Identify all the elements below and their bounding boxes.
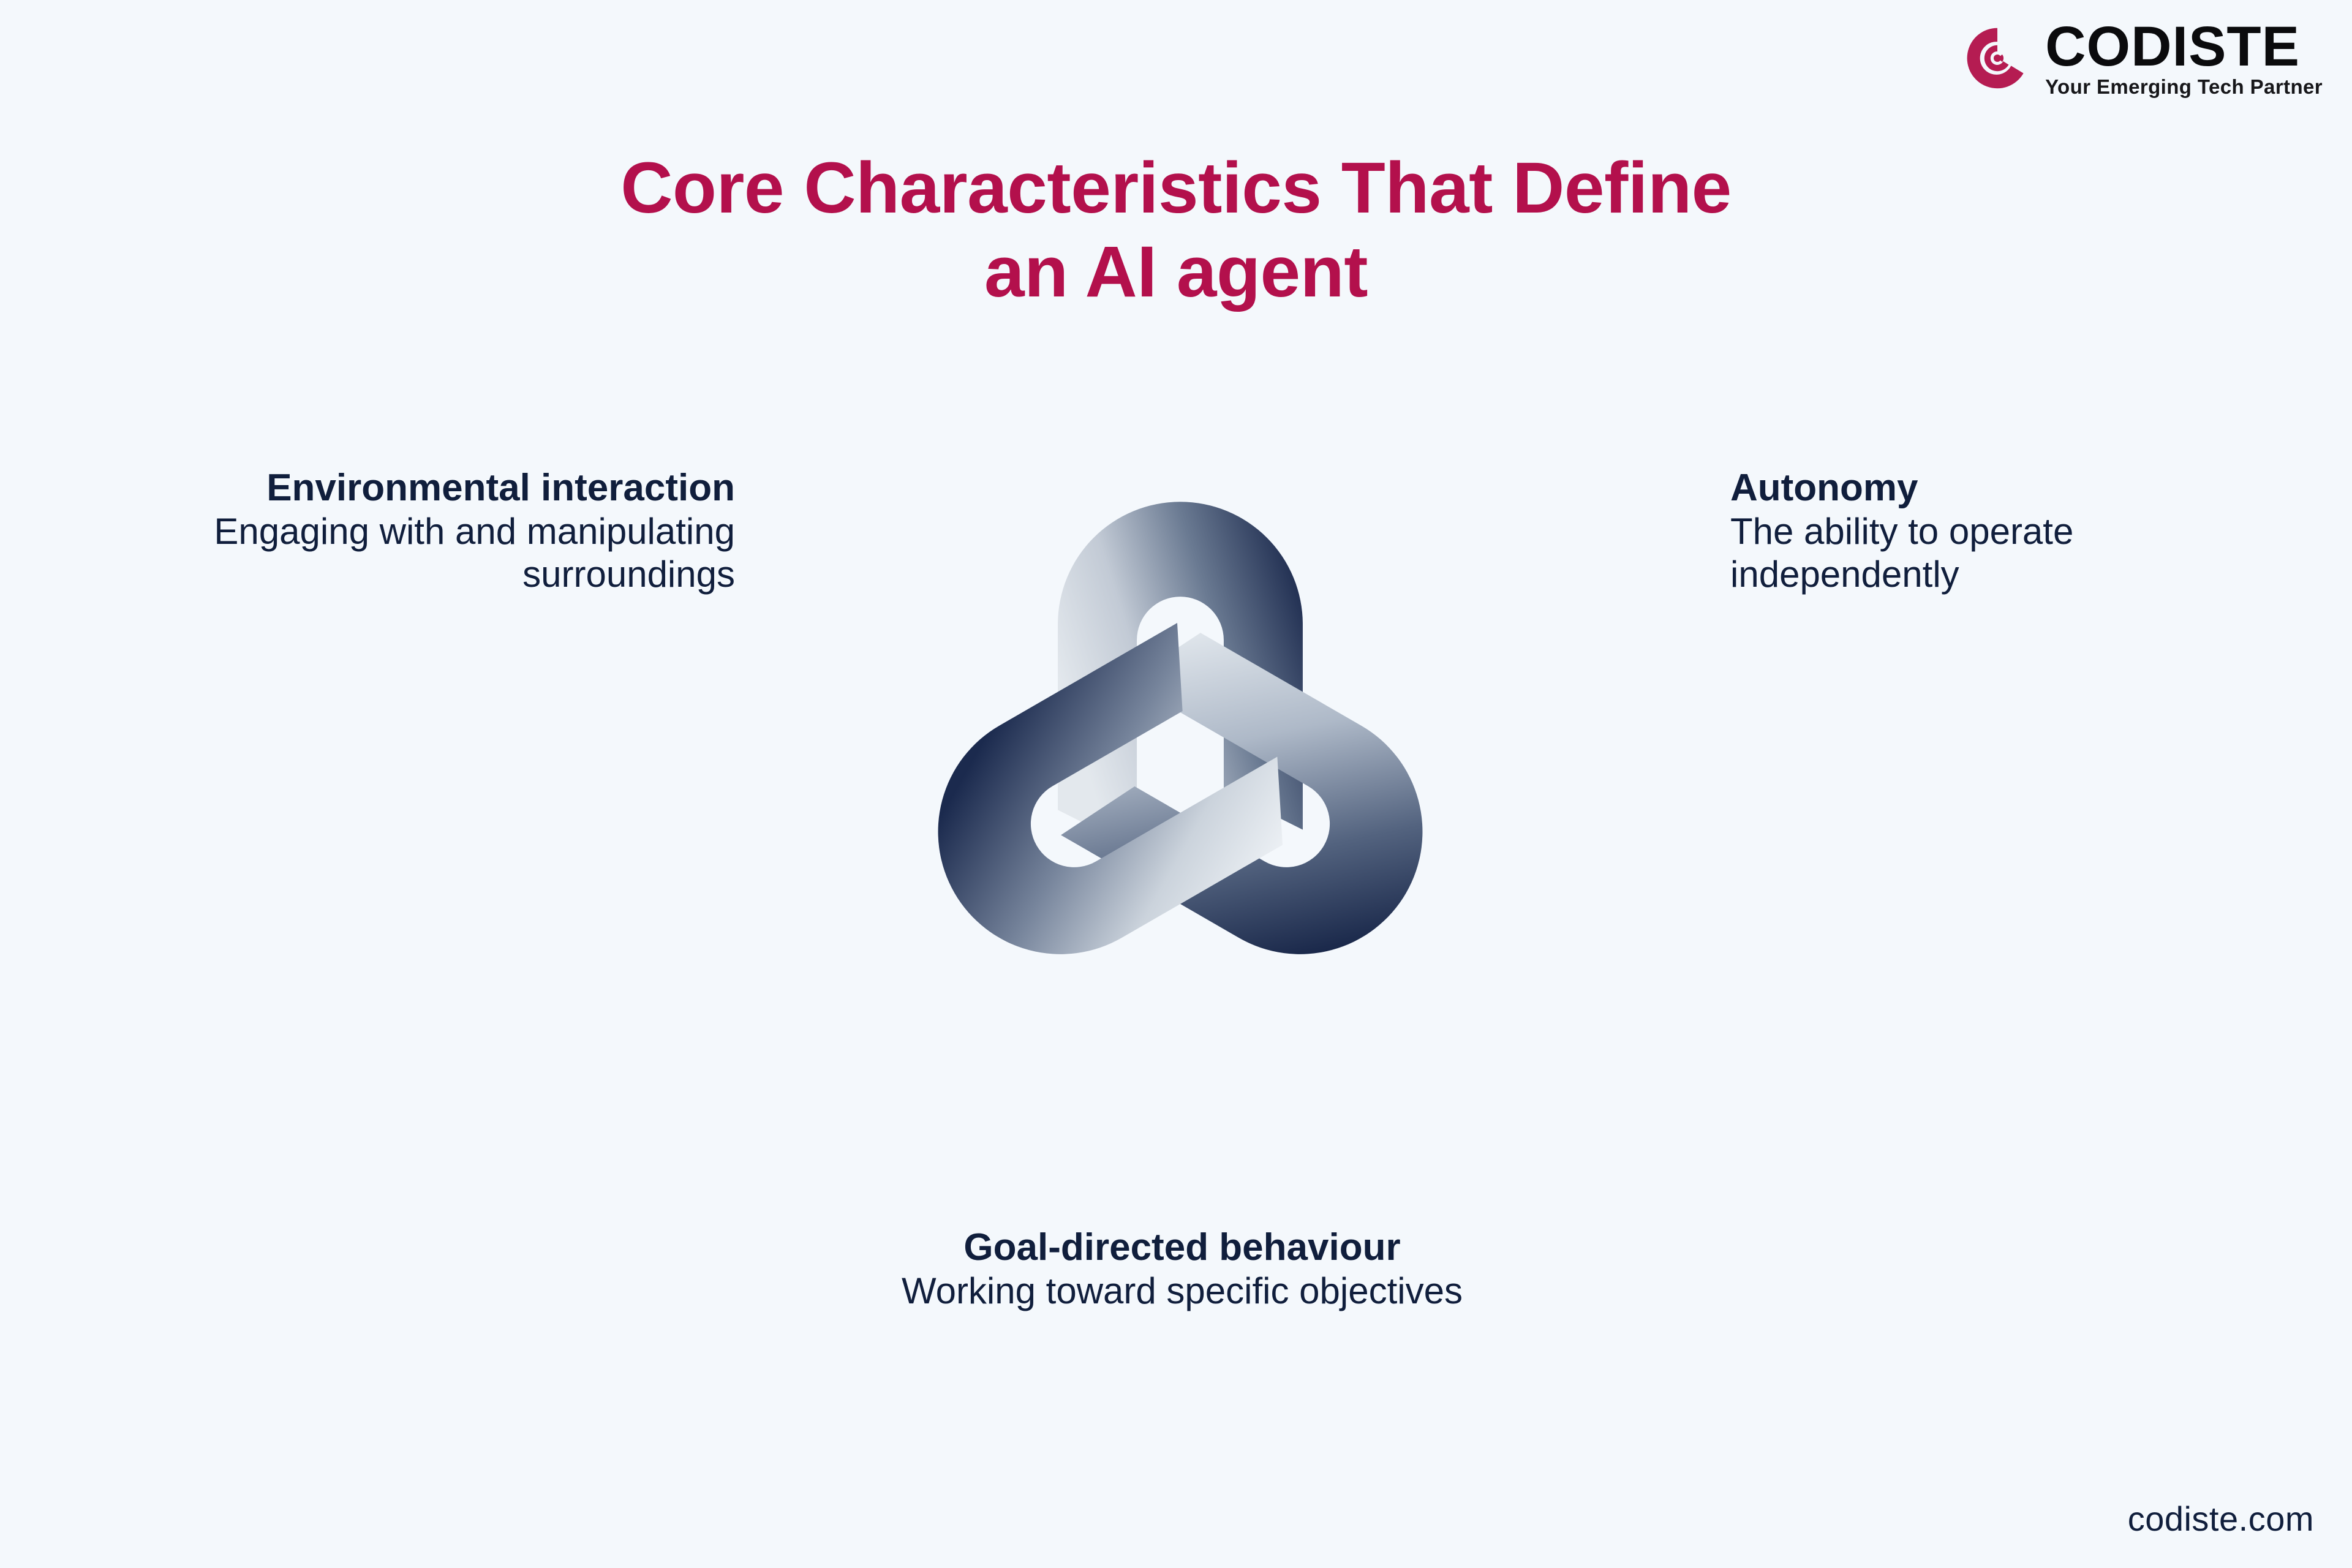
codiste-concentric-c-icon (1963, 24, 2032, 96)
feature-description: The ability to operate independently (1730, 511, 2074, 595)
feature-title: Environmental interaction (266, 467, 735, 509)
feature-description: Engaging with and manipulating surroundi… (214, 511, 735, 595)
brand-logo[interactable]: CODISTE Your Emerging Tech Partner (1963, 15, 2323, 99)
feature-environmental-interaction: Environmental interaction Engaging with … (184, 466, 735, 597)
page-title: Core Characteristics That Define an AI a… (0, 146, 2352, 314)
page-title-line-1: Core Characteristics That Define (620, 148, 1732, 229)
feature-title: Goal-directed behaviour (963, 1226, 1401, 1268)
brand-wordmark: CODISTE Your Emerging Tech Partner (2045, 15, 2323, 99)
feature-goal-directed-behaviour: Goal-directed behaviour Working toward s… (876, 1225, 1488, 1313)
site-url[interactable]: codiste.com (2127, 1499, 2314, 1538)
feature-title: Autonomy (1730, 467, 1918, 509)
brand-name: CODISTE (2045, 15, 2300, 78)
page-title-line-2: an AI agent (984, 231, 1368, 312)
brand-tagline: Your Emerging Tech Partner (2045, 75, 2323, 98)
feature-autonomy: Autonomy The ability to operate independ… (1730, 466, 2196, 597)
feature-description: Working toward specific objectives (902, 1270, 1463, 1312)
trefoil-knot-icon (785, 368, 1575, 1158)
